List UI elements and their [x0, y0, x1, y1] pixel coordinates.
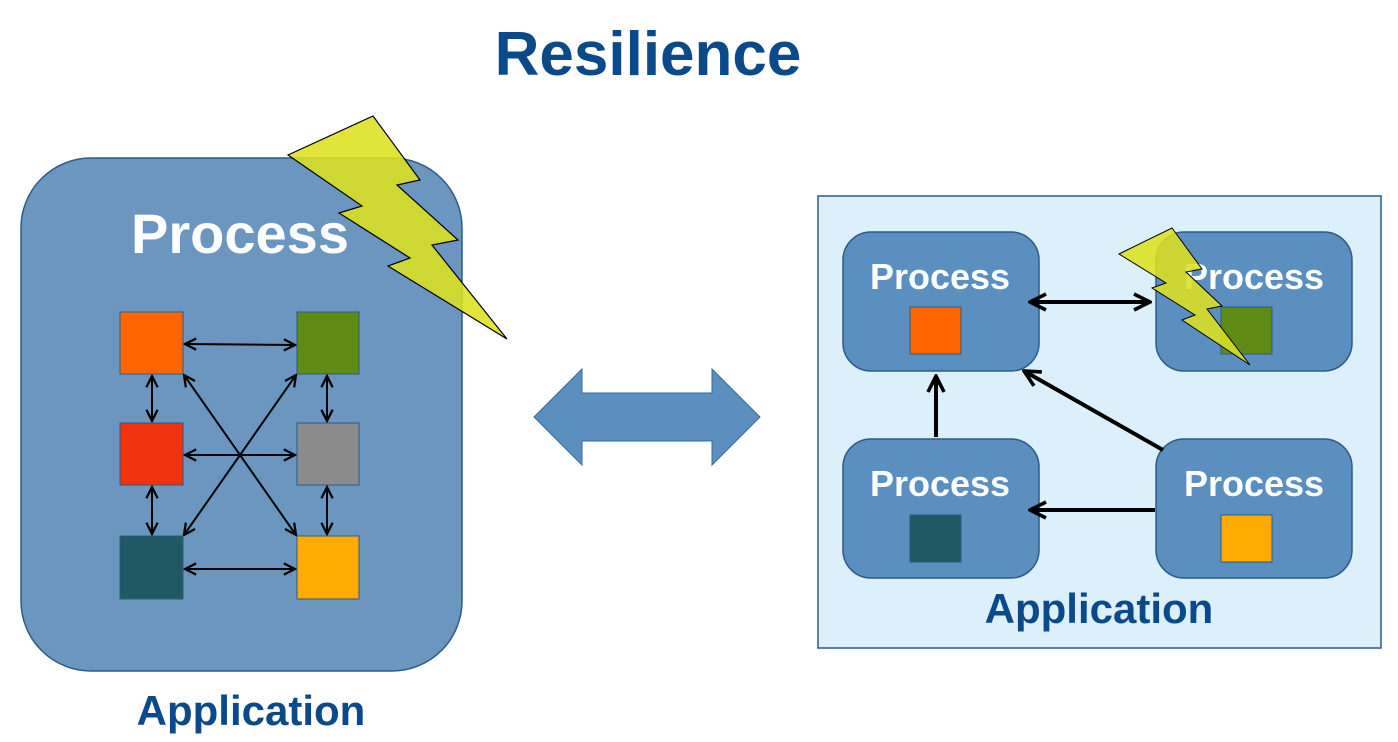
- process-label-bottom-left: Process: [870, 463, 1010, 504]
- arrow-bottomright-topleft: [1024, 371, 1164, 452]
- right-square-orange: [909, 306, 962, 355]
- right-connections: [936, 302, 1164, 510]
- process-label-top-left: Process: [870, 256, 1010, 297]
- page-title: Resilience: [495, 20, 802, 89]
- square-teal: [119, 535, 184, 600]
- left-connections: [152, 344, 327, 569]
- square-red: [119, 422, 184, 486]
- square-orange: [119, 311, 184, 375]
- left-process-label: Process: [131, 202, 349, 265]
- right-square-teal: [909, 514, 962, 563]
- process-box-top-right: [1155, 231, 1353, 372]
- process-label-top-right: Process: [1184, 256, 1324, 297]
- process-label-bottom-right: Process: [1184, 463, 1324, 504]
- square-gray: [296, 422, 360, 486]
- right-application-label: Application: [985, 585, 1214, 632]
- lightning-bolt-icon-small: [1117, 227, 1251, 366]
- right-application-panel: Process Process Process Process Applicat…: [817, 195, 1382, 649]
- left-application-label: Application: [137, 687, 366, 734]
- square-amber: [296, 535, 360, 600]
- arrow-orange-green: [185, 344, 295, 345]
- lightning-bolt-icon: [286, 115, 508, 340]
- double-arrow-icon: [533, 367, 761, 467]
- left-process-panel: Process Application: [20, 115, 508, 734]
- square-green: [296, 311, 360, 375]
- arrow-teal-green: [184, 375, 296, 535]
- process-box-bottom-right: [1155, 438, 1353, 579]
- right-square-amber: [1220, 514, 1273, 563]
